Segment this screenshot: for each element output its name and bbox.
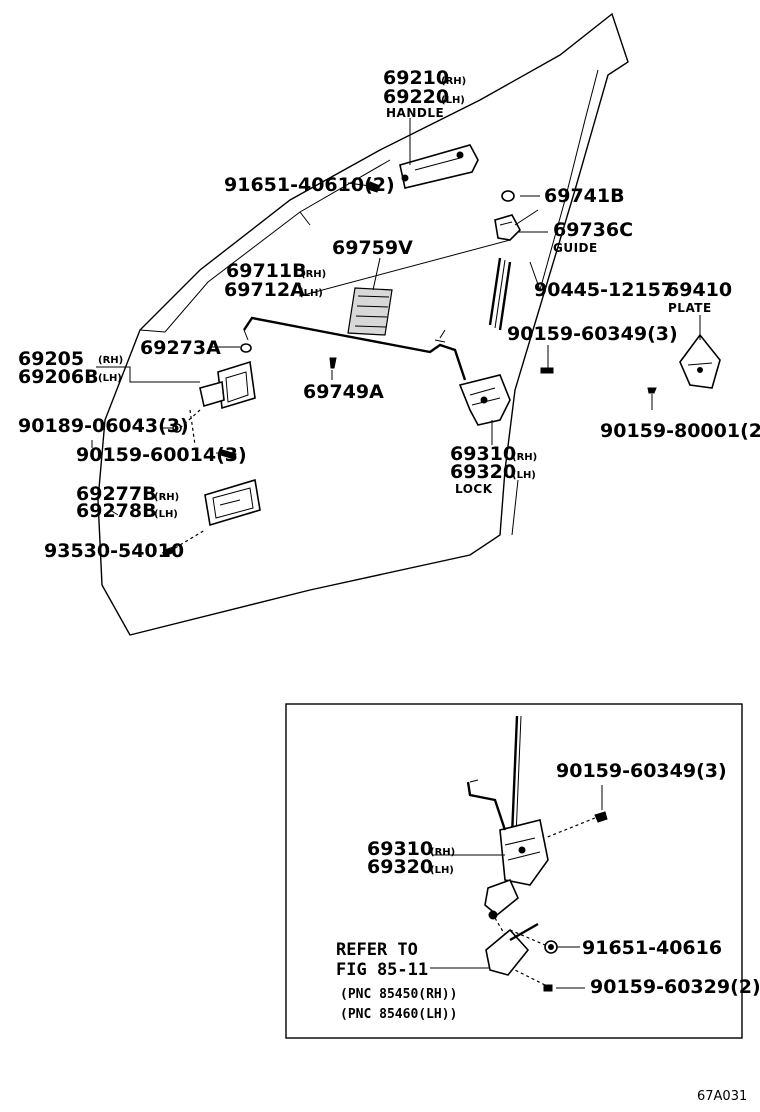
handle-pn-rh: 69210 bbox=[383, 67, 449, 89]
inset-screw-top-part bbox=[594, 811, 608, 823]
screw-plate-part bbox=[647, 387, 657, 394]
inset-actuator-part bbox=[485, 928, 530, 976]
clip-69273a-label: 69273A bbox=[140, 337, 221, 359]
rod-tag-lh: (LH) bbox=[299, 288, 323, 299]
inset-screw-bottom-part bbox=[543, 984, 553, 992]
lock-tag-lh: (LH) bbox=[512, 470, 536, 481]
inset-refer-line2: FIG 85-11 bbox=[336, 960, 428, 980]
bezel-tag-rh: (RH) bbox=[154, 492, 179, 503]
handle-name: HANDLE bbox=[386, 106, 444, 120]
inset-detail: 90159-60349(3) 69310 (RH) 69320 (LH) REF… bbox=[285, 703, 760, 1039]
clip-69741b-part bbox=[501, 190, 515, 202]
inner-handle-frame-part bbox=[199, 360, 256, 410]
screw-handle-part bbox=[367, 181, 381, 193]
handle-tag-rh: (RH) bbox=[441, 76, 466, 87]
door-outline bbox=[97, 12, 629, 636]
frame-pn-rh: 69205 bbox=[18, 348, 84, 370]
inset-refer-line3: (PNC 85450(RH)) bbox=[340, 987, 457, 1002]
lock-pn-lh: 69320 bbox=[450, 461, 516, 483]
callout-guide: 69736C GUIDE bbox=[553, 219, 633, 255]
clip-69273a-part bbox=[240, 343, 252, 353]
plate-part bbox=[679, 333, 721, 389]
frame-tag-rh: (RH) bbox=[98, 355, 123, 366]
screw-lock-part bbox=[540, 367, 554, 374]
rod-pn-lh: 69712A bbox=[224, 279, 305, 301]
lock-name: LOCK bbox=[455, 482, 493, 496]
plate-name: PLATE bbox=[668, 301, 712, 315]
screw-lock-label: 90159-60349(3) bbox=[507, 323, 678, 345]
inset-screw-bottom-label: 90159-60329(2) bbox=[590, 976, 760, 998]
bezel-tag-lh: (LH) bbox=[154, 509, 178, 520]
guide-pn: 69736C bbox=[553, 219, 633, 241]
callout-bezel: 69277B (RH) 69278B (LH) bbox=[76, 483, 179, 522]
frame-tag-lh: (LH) bbox=[98, 373, 122, 384]
callout-lock: 69310 (RH) 69320 (LH) LOCK bbox=[450, 443, 537, 496]
screw-plate-label: 90159-80001(2) bbox=[600, 420, 760, 442]
inset-refer-line1: REFER TO bbox=[336, 940, 418, 960]
plate-pn: 69410 bbox=[666, 279, 732, 301]
inset-frame bbox=[285, 703, 743, 1039]
inset-bracket-part bbox=[484, 878, 519, 917]
outside-handle-part bbox=[399, 144, 479, 189]
inset-washer-label: 91651-40616 bbox=[582, 937, 722, 959]
clip-69749a-part bbox=[329, 357, 337, 369]
callout-handle: 69210 (RH) 69220 (LH) HANDLE bbox=[383, 67, 466, 120]
rod-part bbox=[243, 316, 467, 381]
inset-screw-top-label: 90159-60349(3) bbox=[556, 760, 727, 782]
bezel-pn-lh: 69278B bbox=[76, 500, 157, 522]
callout-rod: 69711B (RH) 69712A (LH) bbox=[224, 260, 326, 301]
leader-lines bbox=[91, 118, 701, 554]
rod-pn-rh: 69711B bbox=[226, 260, 307, 282]
inset-lock-pn-rh: 69310 bbox=[367, 838, 433, 860]
callout-plate: 69410 PLATE bbox=[666, 279, 732, 315]
screw-bezel-label: 93530-54010 bbox=[44, 540, 184, 562]
bezel-pn-rh: 69277B bbox=[76, 483, 157, 505]
callout-inner-handle-frame: 69205 (RH) 69206B (LH) bbox=[18, 348, 123, 388]
lock-tag-rh: (RH) bbox=[512, 452, 537, 463]
inset-refer-line4: (PNC 85460(LH)) bbox=[340, 1007, 457, 1022]
bolt-90445-label: 90445-12157 bbox=[534, 279, 674, 301]
channel-part bbox=[488, 257, 512, 331]
rod-tag-rh: (RH) bbox=[301, 269, 326, 280]
clip-69749a-label: 69749A bbox=[303, 381, 384, 403]
screw-90159-60014-label: 90159-60014(3) bbox=[76, 444, 247, 466]
frame-pn-lh: 69206B bbox=[18, 366, 99, 388]
pad-69759v-label: 69759V bbox=[332, 237, 413, 259]
bezel-part bbox=[204, 478, 261, 527]
guide-name: GUIDE bbox=[553, 241, 598, 255]
lock-pn-rh: 69310 bbox=[450, 443, 516, 465]
pad-69759v-part bbox=[347, 287, 393, 336]
lock-assembly-part bbox=[434, 329, 511, 426]
inset-lock-tag-lh: (LH) bbox=[430, 865, 454, 876]
handle-pn-lh: 69220 bbox=[383, 86, 449, 108]
guide-part bbox=[494, 214, 521, 241]
inset-lock-pn-lh: 69320 bbox=[367, 856, 433, 878]
figure-code: 67A031 bbox=[697, 1089, 747, 1104]
clip-69741b-label: 69741B bbox=[544, 185, 625, 207]
screw-bezel-part bbox=[164, 546, 176, 556]
handle-tag-lh: (LH) bbox=[441, 95, 465, 106]
nut-90189-label: 90189-06043(3) bbox=[18, 415, 189, 437]
inset-lock-tag-rh: (RH) bbox=[430, 847, 455, 858]
screw-handle-label: 91651-40610(2) bbox=[224, 174, 395, 196]
